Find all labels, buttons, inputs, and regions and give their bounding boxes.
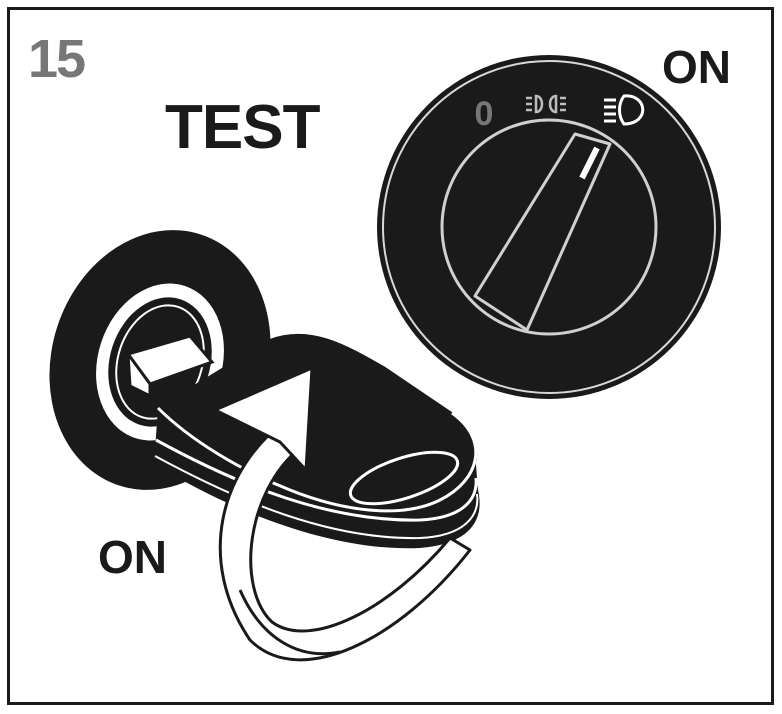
key [125,333,480,549]
test-title: TEST [165,93,320,162]
knob-grip [473,132,612,332]
switch-off-label: 0 [475,95,494,133]
light-switch [377,55,721,399]
rotate-arrow-icon [213,366,472,662]
step-number: 15 [28,29,86,89]
parking-light-icon [526,94,566,114]
key-on-label: ON [98,531,167,583]
switch-bezel-edge [382,60,716,394]
key-hole [348,450,460,506]
switch-on-label: ON [662,41,731,93]
headlight-icon [604,94,645,126]
knob-indicator [579,146,600,180]
